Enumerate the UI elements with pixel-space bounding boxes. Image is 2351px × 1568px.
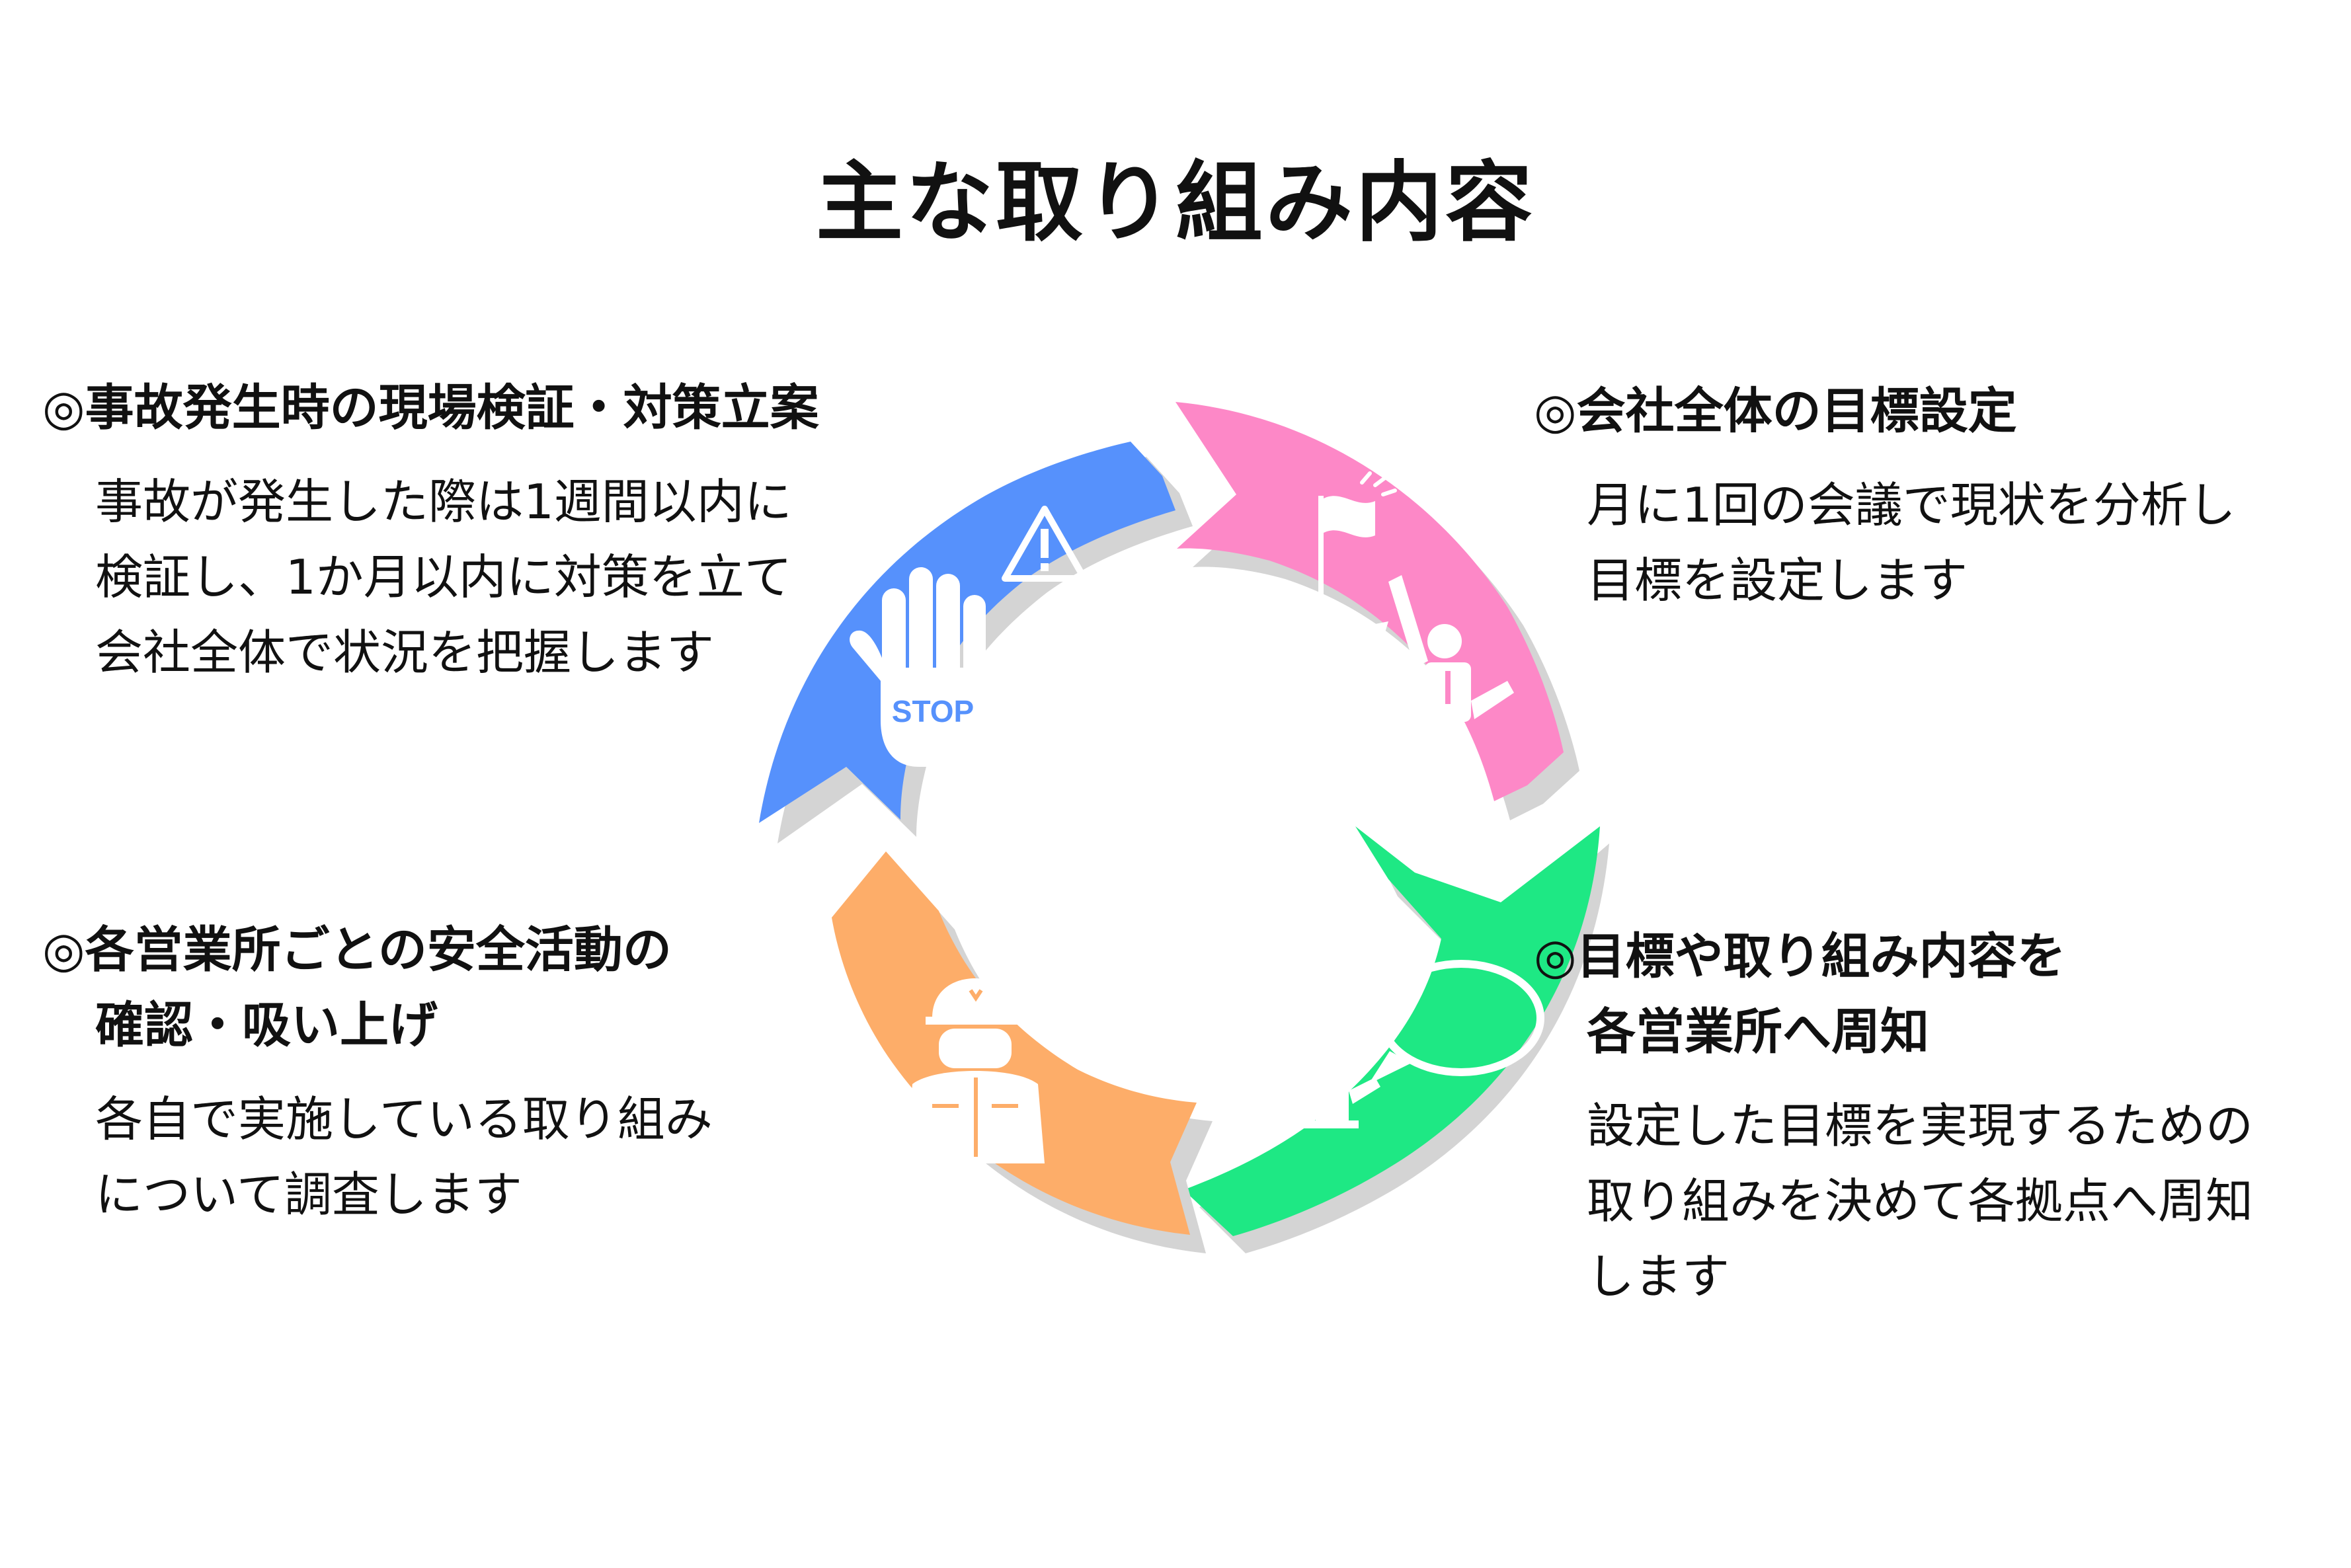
section-bottom-right: ◎目標や取り組み内容を 各営業所へ周知 設定した目標を実現するための 取り組みを… [1534,919,2253,1314]
cycle-segment-blue: STOP [759,442,1193,843]
warning-triangle-icon [1002,506,1088,582]
section-bottom-left: ◎各営業所ごとの安全活動の 確認・吸い上げ 各自で実施している取り組み について… [42,912,713,1232]
section-heading: ◎各営業所ごとの安全活動の 確認・吸い上げ [42,921,672,1054]
section-body: 各自で実施している取り組み について調査します [95,1091,713,1222]
goal-flag-person-icon [1318,471,1514,734]
cycle-segment-green-shape [1183,826,1600,1236]
speech-bubble-person-icon [1296,960,1544,1128]
stop-label: STOP [892,694,974,728]
page-title: 主な取り組み内容 [816,152,1535,254]
section-body: 月に1回の会議で現状を分析し 目標を設定します [1587,477,2236,608]
section-top-left: ◎事故発生時の現場検証・対策立案 事故が発生した際は1週間以内に 検証し、1か月… [42,370,819,690]
cycle-segment-pink [1176,402,1579,820]
cycle-segment-orange-shape [832,851,1197,1235]
helmet-worker-icon [858,978,1045,1163]
section-body: 設定した目標を実現するための 取り組みを決めて各拠点へ周知 します [1587,1098,2254,1304]
section-body: 事故が発生した際は1週間以内に 検証し、1か月以内に対策を立て 会社全体で状況を… [95,474,792,680]
section-heading: ◎事故発生時の現場検証・対策立案 [42,379,819,436]
cycle-segment-orange [832,851,1213,1253]
stop-hand-icon: STOP [850,567,986,767]
cycle-segment-green [1183,826,1609,1253]
section-heading: ◎目標や取り組み内容を 各営業所へ周知 [1534,928,2066,1060]
cycle-diagram: STOP [759,402,1609,1253]
section-top-right: ◎会社全体の目標設定 月に1回の会議で現状を分析し 目標を設定します [1534,373,2236,618]
section-heading: ◎会社全体の目標設定 [1534,383,2017,440]
